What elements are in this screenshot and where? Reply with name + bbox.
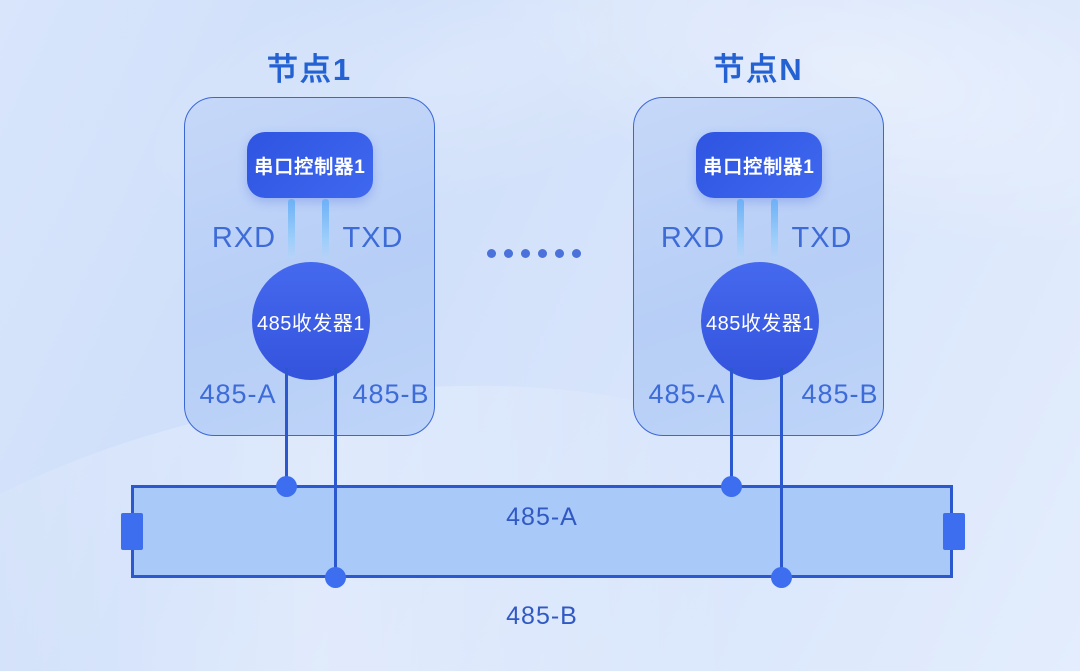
node-1-serial-controller: 串口控制器1: [247, 132, 373, 198]
node-1-rxd-label: RXD: [211, 222, 277, 254]
node-1-txd-line: [322, 199, 329, 259]
node-1-485-transceiver: 485收发器1: [252, 262, 370, 380]
bus-line-a-label: 485-A: [506, 503, 578, 531]
ellipsis-dot: [538, 249, 547, 258]
node-n-box: 串口控制器1 RXD TXD 485收发器1 485-A 485-B: [633, 97, 884, 436]
node-n-rxd-label: RXD: [660, 222, 726, 254]
node-n-txd-line: [771, 199, 778, 259]
node-n-txd-label: TXD: [791, 222, 853, 254]
node-1-junction-dot-b: [325, 567, 346, 588]
ellipsis-dot: [504, 249, 513, 258]
bus-terminator-resistor-left: [121, 513, 143, 550]
node-1-pin-485-b-label: 485-B: [352, 379, 430, 409]
node-1-wire-485-b: [334, 368, 337, 578]
node-n-wire-485-a: [730, 368, 733, 487]
node-1-wire-485-a: [285, 368, 288, 487]
node-n-serial-controller: 串口控制器1: [696, 132, 822, 198]
node-n-wire-485-b: [780, 368, 783, 578]
node-n-485-transceiver: 485收发器1: [701, 262, 819, 380]
more-nodes-ellipsis-icon: [487, 249, 581, 258]
node-n-pin-485-a-label: 485-A: [648, 379, 726, 409]
bus-485-a-rect: [131, 485, 953, 578]
node-1-title: 节点1: [266, 52, 353, 87]
node-1-junction-dot-a: [276, 476, 297, 497]
node-1-rxd-line: [288, 199, 295, 259]
node-n-title: 节点N: [713, 52, 804, 87]
ellipsis-dot: [521, 249, 530, 258]
bus-line-b-label: 485-B: [506, 602, 578, 630]
node-n-junction-dot-a: [721, 476, 742, 497]
bus-terminator-resistor-right: [943, 513, 965, 550]
node-n-junction-dot-b: [771, 567, 792, 588]
node-n-rxd-line: [737, 199, 744, 259]
ellipsis-dot: [555, 249, 564, 258]
node-1-pin-485-a-label: 485-A: [199, 379, 277, 409]
node-1-box: 串口控制器1 RXD TXD 485收发器1 485-A 485-B: [184, 97, 435, 436]
ellipsis-dot: [572, 249, 581, 258]
node-1-txd-label: TXD: [342, 222, 404, 254]
node-n-pin-485-b-label: 485-B: [801, 379, 879, 409]
ellipsis-dot: [487, 249, 496, 258]
